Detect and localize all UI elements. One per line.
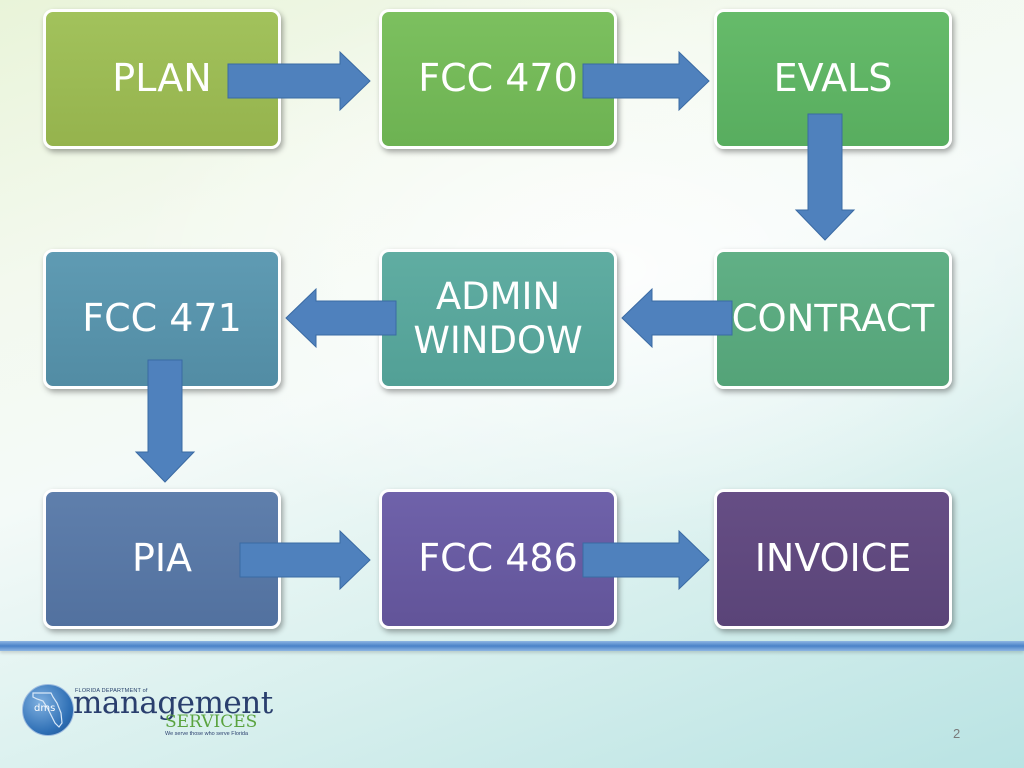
step-fcc471-label: FCC 471	[82, 296, 242, 341]
step-fcc486: FCC 486	[379, 489, 617, 629]
arrow-fcc471-to-pia-icon	[134, 359, 196, 483]
florida-outline-icon	[32, 692, 63, 728]
page-number: 2	[953, 726, 961, 741]
step-contract: CONTRACT	[714, 249, 952, 389]
step-invoice: INVOICE	[714, 489, 952, 629]
footer-divider	[0, 641, 1024, 651]
dms-logo: dms FLORIDA DEPARTMENT of management SER…	[22, 684, 273, 744]
step-admin-window: ADMIN WINDOW	[379, 249, 617, 389]
step-admin-window-label: ADMIN WINDOW	[413, 274, 583, 362]
arrow-admin-window-to-fcc471-icon	[285, 287, 397, 349]
arrow-fcc486-to-invoice-icon	[582, 529, 710, 591]
logo-tagline: We serve those who serve Florida	[165, 731, 249, 737]
step-fcc470-label: FCC 470	[418, 56, 578, 101]
arrow-evals-to-contract-icon	[794, 113, 856, 241]
step-contract-label: CONTRACT	[731, 296, 935, 340]
arrow-pia-to-fcc486-icon	[239, 529, 371, 591]
dms-globe-icon: dms	[22, 684, 74, 736]
logo-department-text: FLORIDA DEPARTMENT of	[75, 688, 148, 694]
logo-badge-text: dms	[34, 703, 56, 714]
logo-management-text: management	[73, 685, 273, 721]
arrow-plan-to-fcc470-icon	[227, 50, 371, 112]
arrow-fcc470-to-evals-icon	[582, 50, 710, 112]
step-fcc486-label: FCC 486	[418, 536, 578, 581]
step-pia-label: PIA	[131, 536, 193, 581]
arrow-contract-to-admin-window-icon	[621, 287, 733, 349]
step-fcc471: FCC 471	[43, 249, 281, 389]
step-invoice-label: INVOICE	[754, 536, 912, 581]
step-plan-label: PLAN	[112, 56, 212, 101]
step-evals-label: EVALS	[773, 56, 893, 101]
logo-services-text: SERVICES	[165, 712, 258, 732]
